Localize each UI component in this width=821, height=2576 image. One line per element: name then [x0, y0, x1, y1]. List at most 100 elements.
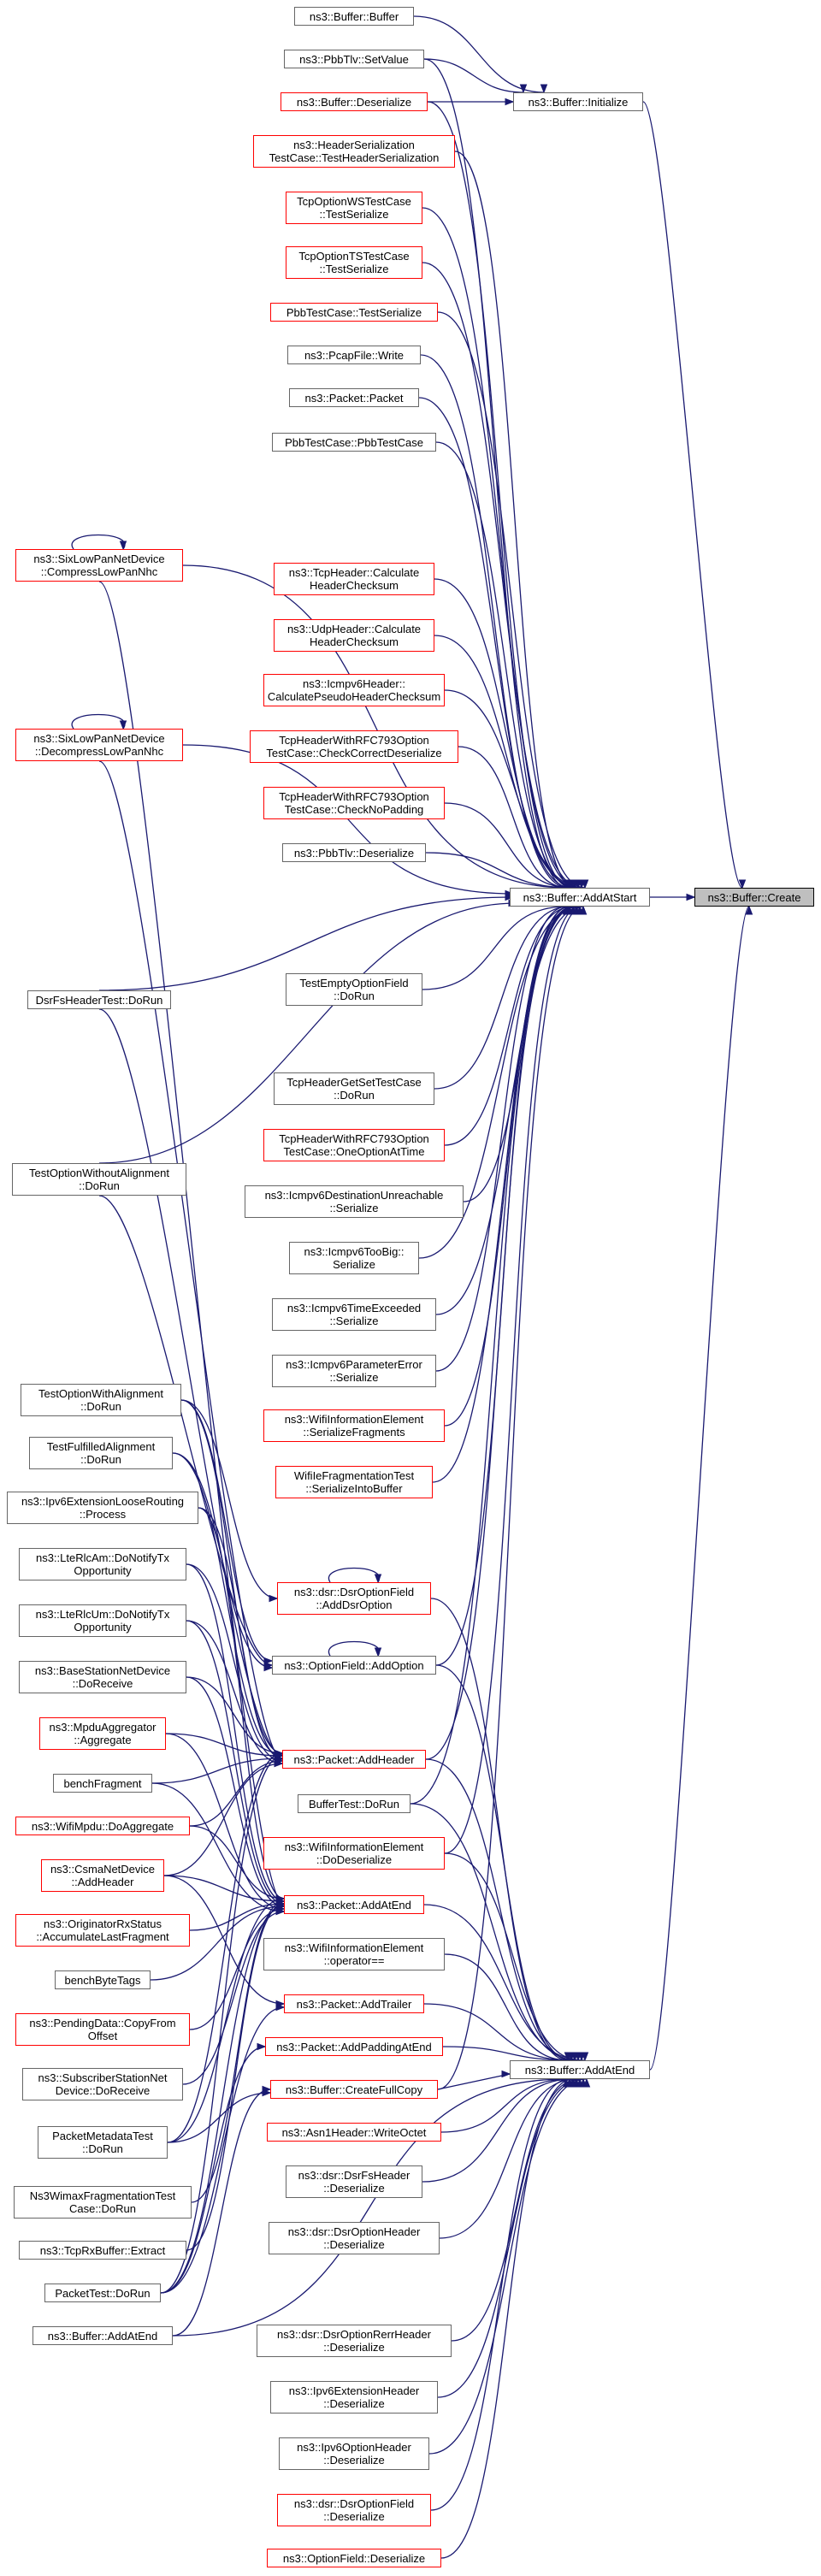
node-csma-add-header[interactable]: ns3::CsmaNetDevice ::AddHeader: [41, 1859, 164, 1892]
node-packet-add-trailer[interactable]: ns3::Packet::AddTrailer: [284, 1994, 424, 2013]
edge-udpheader-checksum-add-at-start: [434, 635, 582, 889]
edge-sixlowpan-compress-add-at-start: [182, 564, 569, 889]
node-base-station-receive[interactable]: ns3::BaseStationNetDevice ::DoReceive: [19, 1661, 186, 1693]
edge-tcp-rx-buffer-extract-add-at-end-pkt: [186, 1903, 285, 2251]
node-packet-packet[interactable]: ns3::Packet::Packet: [289, 388, 419, 407]
node-wifi-info-equals[interactable]: ns3::WifiInformationElement ::operator==: [263, 1938, 445, 1970]
node-test-option-with-alignment[interactable]: TestOptionWithAlignment ::DoRun: [21, 1384, 181, 1416]
node-packet-metadata-test[interactable]: PacketMetadataTest ::DoRun: [38, 2126, 168, 2159]
node-wifi-info-do-deserialize[interactable]: ns3::WifiInformationElement ::DoDeserial…: [263, 1837, 445, 1870]
edge-bench-byte-tags-add-at-end-pkt: [150, 1905, 285, 1981]
node-dsr-option-field-deserialize[interactable]: ns3::dsr::DsrOptionField ::Deserialize: [277, 2494, 431, 2526]
node-tcp-option-ws-test[interactable]: TcpOptionWSTestCase ::TestSerialize: [286, 192, 422, 224]
edge-subscriber-station-receive-add-at-end-pkt: [182, 1911, 285, 2085]
node-buffer-test-dorun[interactable]: BufferTest::DoRun: [298, 1794, 410, 1813]
node-packet-add-at-end[interactable]: ns3::Packet::AddAtEnd: [284, 1895, 424, 1914]
node-icmpv6-toobig[interactable]: ns3::Icmpv6TooBig:: Serialize: [289, 1242, 419, 1274]
node-mpdu-aggregate[interactable]: ns3::MpduAggregator ::Aggregate: [39, 1717, 166, 1750]
node-pbb-test-ctor[interactable]: PbbTestCase::PbbTestCase: [272, 433, 436, 452]
node-buffer-add-at-start[interactable]: ns3::Buffer::AddAtStart: [510, 888, 650, 907]
node-buffer-initialize[interactable]: ns3::Buffer::Initialize: [513, 92, 643, 111]
node-option-field-add[interactable]: ns3::OptionField::AddOption: [272, 1656, 436, 1675]
node-originator-rx-status[interactable]: ns3::OriginatorRxStatus ::AccumulateLast…: [15, 1914, 190, 1947]
edge-packet-add-padding-buffer-add-at-end-arrowhead: [570, 2052, 579, 2062]
node-pending-data-copy[interactable]: ns3::PendingData::CopyFrom Offset: [15, 2013, 190, 2046]
node-test-empty-option[interactable]: TestEmptyOptionField ::DoRun: [286, 973, 422, 1006]
node-option-field-deserialize[interactable]: ns3::OptionField::Deserialize: [267, 2549, 441, 2567]
node-ltercl-um-notify[interactable]: ns3::LteRlcUm::DoNotifyTx Opportunity: [19, 1604, 186, 1637]
node-sixlowpan-compress[interactable]: ns3::SixLowPanNetDevice ::CompressLowPan…: [15, 549, 183, 582]
node-pbbtlv-setvalue[interactable]: ns3::PbbTlv::SetValue: [284, 50, 424, 68]
node-subscriber-station-receive[interactable]: ns3::SubscriberStationNet Device::DoRece…: [22, 2068, 183, 2100]
node-asn1-write-octet[interactable]: ns3::Asn1Header::WriteOctet: [267, 2123, 441, 2142]
edge-dsr-option-field-deserialize-buffer-add-at-end: [430, 2078, 570, 2511]
node-wifi-mpdu-aggregate[interactable]: ns3::WifiMpdu::DoAggregate: [15, 1817, 190, 1835]
edge-packet-add-at-end-buffer-add-at-end: [423, 1904, 586, 2061]
edge-create-full-copy-add-at-start-arrowhead: [579, 905, 588, 915]
edge-initialize-create-arrowhead: [738, 879, 747, 889]
node-rfc793-check-correct[interactable]: TcpHeaderWithRFC793Option TestCase::Chec…: [250, 730, 458, 763]
node-packet-add-header[interactable]: ns3::Packet::AddHeader: [282, 1750, 426, 1769]
edge-rfc793-check-nopadding-add-at-start: [444, 802, 572, 889]
node-tcp-rx-buffer-extract[interactable]: ns3::TcpRxBuffer::Extract: [19, 2241, 186, 2260]
node-bench-byte-tags[interactable]: benchByteTags: [55, 1970, 151, 1989]
edge-packet-add-header-add-at-start: [425, 906, 574, 1760]
node-icmpv6-dest-unreach[interactable]: ns3::Icmpv6DestinationUnreachable ::Seri…: [245, 1185, 464, 1218]
node-dsr-option-field-add[interactable]: ns3::dsr::DsrOptionField ::AddDsrOption: [277, 1582, 431, 1615]
edge-ipv6-option-header-deserialize-buffer-add-at-end: [428, 2078, 588, 2455]
edge-buffer-deserialize-initialize-arrowhead: [505, 97, 515, 106]
node-ipv6-ext-header-deserialize[interactable]: ns3::Ipv6ExtensionHeader ::Deserialize: [270, 2381, 438, 2414]
node-packet-add-padding[interactable]: ns3::Packet::AddPaddingAtEnd: [265, 2037, 443, 2056]
node-header-serialization-test[interactable]: ns3::HeaderSerialization TestCase::TestH…: [253, 135, 455, 168]
node-icmpv6-pseudo-checksum[interactable]: ns3::Icmpv6Header:: CalculatePseudoHeade…: [263, 674, 445, 706]
node-buffer-add-at-end[interactable]: ns3::Buffer::AddAtEnd: [510, 2060, 650, 2079]
node-wimax-fragmentation-test[interactable]: Ns3WimaxFragmentationTest Case::DoRun: [14, 2186, 192, 2219]
node-buffer-deserialize[interactable]: ns3::Buffer::Deserialize: [281, 92, 428, 111]
node-wifie-fragmentation-test[interactable]: WifiIeFragmentationTest ::SerializeIntoB…: [275, 1466, 433, 1498]
edge-originator-rx-status-add-at-end-pkt: [189, 1903, 285, 1931]
edge-test-fulfilled-alignment-add-option-arrowhead: [263, 1663, 274, 1672]
node-buffer-create-full-copy[interactable]: ns3::Buffer::CreateFullCopy: [270, 2080, 438, 2099]
node-wifi-info-serialize-fragments[interactable]: ns3::WifiInformationElement ::SerializeF…: [263, 1409, 445, 1442]
node-dsrfs-header-test[interactable]: DsrFsHeaderTest::DoRun: [27, 990, 171, 1009]
node-pcapfile-write[interactable]: ns3::PcapFile::Write: [287, 346, 421, 364]
edge-icmpv6-param-error-add-at-start: [435, 906, 567, 1372]
node-icmpv6-param-error[interactable]: ns3::Icmpv6ParameterError ::Serialize: [272, 1355, 436, 1387]
node-icmpv6-time-exceeded[interactable]: ns3::Icmpv6TimeExceeded ::Serialize: [272, 1298, 436, 1331]
node-bench-fragment[interactable]: benchFragment: [53, 1774, 152, 1793]
edge-packet-test-dorun-add-at-end-pkt-arrowhead: [275, 1902, 286, 1911]
edge-dsrfs-header-test-add-header: [98, 1008, 283, 1756]
node-ltercl-am-notify[interactable]: ns3::LteRlcAm::DoNotifyTx Opportunity: [19, 1548, 186, 1580]
edge-buffer-test-add-at-start: [410, 906, 577, 1805]
edge-packet-metadata-test-add-header: [167, 1752, 283, 2143]
node-ipv6-ext-loose-routing[interactable]: ns3::Ipv6ExtensionLooseRouting ::Process: [7, 1492, 198, 1524]
edge-sixlowpan-decompress-add-header: [98, 760, 283, 1760]
edge-csma-add-header-add-header-arrowhead: [274, 1759, 284, 1768]
node-test-fulfilled-alignment[interactable]: TestFulfilledAlignment ::DoRun: [29, 1437, 173, 1469]
node-buffer-add-at-end-small[interactable]: ns3::Buffer::AddAtEnd: [32, 2326, 173, 2345]
edge-create-full-copy-buffer-add-at-end: [437, 2073, 511, 2090]
node-tcpheader-checksum[interactable]: ns3::TcpHeader::Calculate HeaderChecksum: [274, 563, 434, 595]
edge-buffer-buffer-initialize: [413, 15, 545, 93]
node-dsr-option-header-deserialize[interactable]: ns3::dsr::DsrOptionHeader ::Deserialize: [269, 2222, 440, 2254]
node-packet-test-dorun[interactable]: PacketTest::DoRun: [44, 2284, 161, 2302]
node-buffer-buffer[interactable]: ns3::Buffer::Buffer: [294, 7, 414, 26]
node-rfc793-check-nopadding[interactable]: TcpHeaderWithRFC793Option TestCase::Chec…: [263, 787, 445, 819]
node-pbb-test-serialize[interactable]: PbbTestCase::TestSerialize: [270, 303, 438, 322]
node-tcpheader-getset-test[interactable]: TcpHeaderGetSetTestCase ::DoRun: [274, 1072, 434, 1105]
node-udpheader-checksum[interactable]: ns3::UdpHeader::Calculate HeaderChecksum: [274, 619, 434, 652]
edge-ltercl-am-notify-add-header: [186, 1563, 283, 1762]
node-test-option-without-alignment[interactable]: TestOptionWithoutAlignment ::DoRun: [12, 1163, 186, 1196]
edge-icmpv6-time-exceeded-add-at-start: [435, 906, 584, 1315]
node-ipv6-option-header-deserialize[interactable]: ns3::Ipv6OptionHeader ::Deserialize: [279, 2437, 429, 2470]
node-pbbtlv-deserialize[interactable]: ns3::PbbTlv::Deserialize: [282, 843, 426, 862]
edge-csma-add-header-add-trailer: [163, 1875, 285, 2005]
node-dsrfs-header-deserialize[interactable]: ns3::dsr::DsrFsHeader ::Deserialize: [286, 2165, 422, 2198]
node-dsr-option-rerr-deserialize[interactable]: ns3::dsr::DsrOptionRerrHeader ::Deserial…: [257, 2325, 452, 2357]
node-rfc793-one-option[interactable]: TcpHeaderWithRFC793Option TestCase::OneO…: [263, 1129, 445, 1161]
node-sixlowpan-decompress[interactable]: ns3::SixLowPanNetDevice ::DecompressLowP…: [15, 729, 183, 761]
edge-test-option-with-alignment-add-option-arrowhead: [263, 1657, 274, 1665]
edge-test-option-with-alignment-dsr-add-arrowhead: [269, 1594, 279, 1603]
node-tcp-option-ts-test[interactable]: TcpOptionTSTestCase ::TestSerialize: [286, 246, 422, 279]
